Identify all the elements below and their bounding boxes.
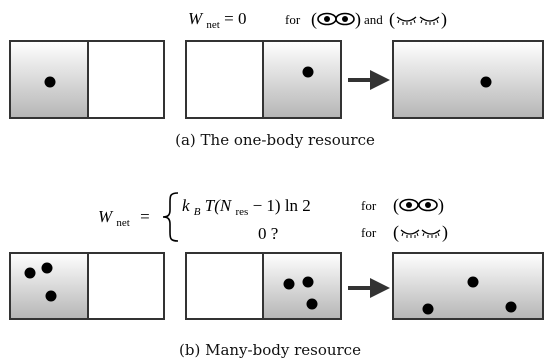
box-b3: [392, 252, 544, 320]
caption-a: (a) The one-body resource: [175, 131, 375, 149]
closed-eyes-icon: ( ): [389, 9, 447, 30]
particle: [306, 298, 318, 310]
svg-text:): ): [355, 9, 361, 30]
box-a2-shaded-cell: [263, 41, 341, 118]
svg-text:(: (: [393, 222, 399, 243]
box-a2: [185, 40, 342, 119]
caption-b: (b) Many-body resource: [179, 341, 361, 359]
curly-brace: [162, 192, 179, 242]
svg-text:W net = 0: W net = 0: [188, 9, 246, 32]
for-label: for: [285, 12, 301, 27]
box-b3-cell: [392, 252, 544, 320]
w-symbol: W: [188, 9, 204, 28]
svg-text:W net =: W net =: [98, 207, 150, 230]
equals-zero: = 0: [224, 9, 246, 28]
net-subscript: net: [206, 19, 219, 31]
particle: [283, 278, 295, 290]
equals-sign: =: [140, 207, 150, 226]
particle: [422, 303, 434, 315]
case-two-expression: 0 ?: [258, 224, 278, 243]
closed-eyes-icon: ( ): [393, 222, 448, 243]
box-b2: [185, 252, 342, 320]
box-b1: [9, 252, 165, 320]
svg-text:): ): [441, 9, 447, 30]
and-label: and: [364, 12, 383, 27]
particle: [480, 76, 492, 88]
box-a1: [9, 40, 165, 119]
for-label: for: [361, 225, 377, 240]
panel-a-equation: W net = 0 for ( ) and ( ): [188, 9, 447, 32]
box-b2-empty-cell: [186, 253, 263, 319]
case-one-expression: k B T(N res − 1) ln 2: [182, 196, 311, 219]
panel-b: W net = k B T(N res − 1) ln 2 for (: [9, 192, 544, 359]
svg-text:(: (: [389, 9, 395, 30]
particle: [302, 276, 314, 288]
particle: [45, 290, 57, 302]
panel-a: W net = 0 for ( ) and ( ): [9, 9, 544, 149]
particle: [24, 267, 36, 279]
box-a1-empty-cell: [88, 41, 164, 118]
svg-text:(: (: [393, 195, 399, 216]
particle: [41, 262, 53, 274]
particle: [505, 301, 517, 313]
svg-text:(: (: [311, 9, 317, 30]
svg-text:): ): [442, 222, 448, 243]
box-a3-cell: [392, 40, 544, 119]
for-label: for: [361, 198, 377, 213]
panel-b-equation: W net = k B T(N res − 1) ln 2 for (: [98, 192, 448, 243]
box-b2-shaded-cell: [263, 253, 341, 319]
open-eyes-icon: ( ): [393, 195, 444, 216]
box-a3: [392, 40, 544, 119]
box-b1-empty-cell: [88, 253, 164, 319]
svg-text:): ): [438, 195, 444, 216]
particle: [302, 66, 314, 78]
w-symbol: W: [98, 207, 114, 226]
open-eyes-icon: ( ): [311, 9, 361, 30]
particle: [44, 76, 56, 88]
box-a2-empty-cell: [186, 41, 263, 118]
particle: [467, 276, 479, 288]
net-subscript: net: [116, 217, 129, 229]
